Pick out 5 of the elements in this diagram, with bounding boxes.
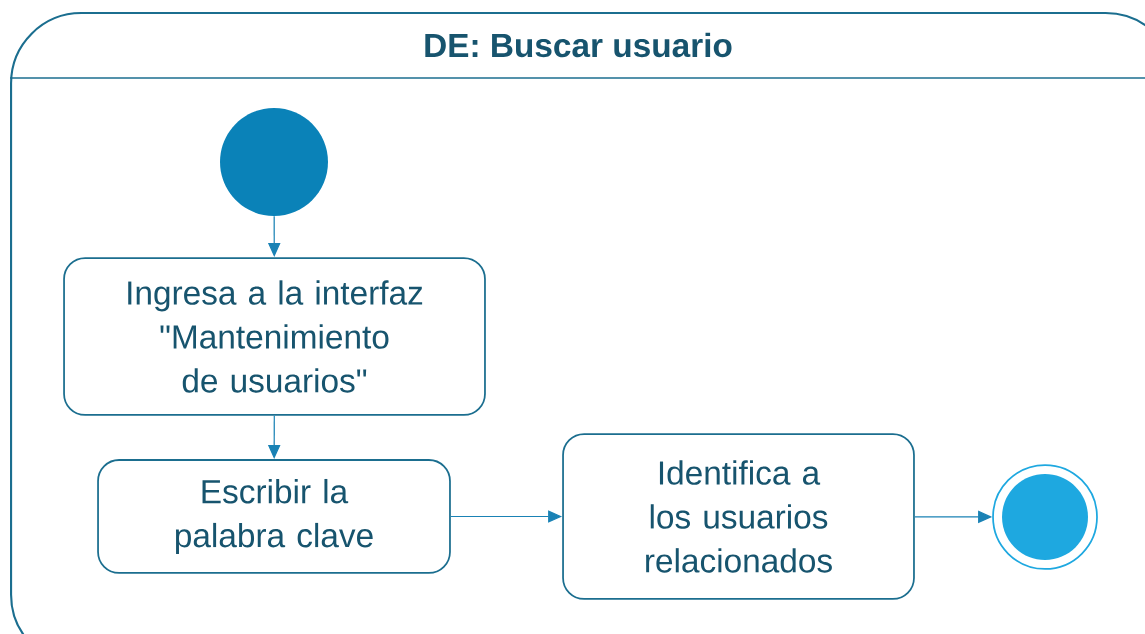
activity-box: Identifica a los usuarios relacionados	[562, 433, 915, 600]
activity-box: Ingresa a la interfaz "Mantenimiento de usuarios"	[63, 257, 486, 416]
activity-box: Escribir la palabra clave	[97, 459, 451, 574]
initial-node	[220, 108, 328, 216]
final-node	[992, 464, 1098, 570]
